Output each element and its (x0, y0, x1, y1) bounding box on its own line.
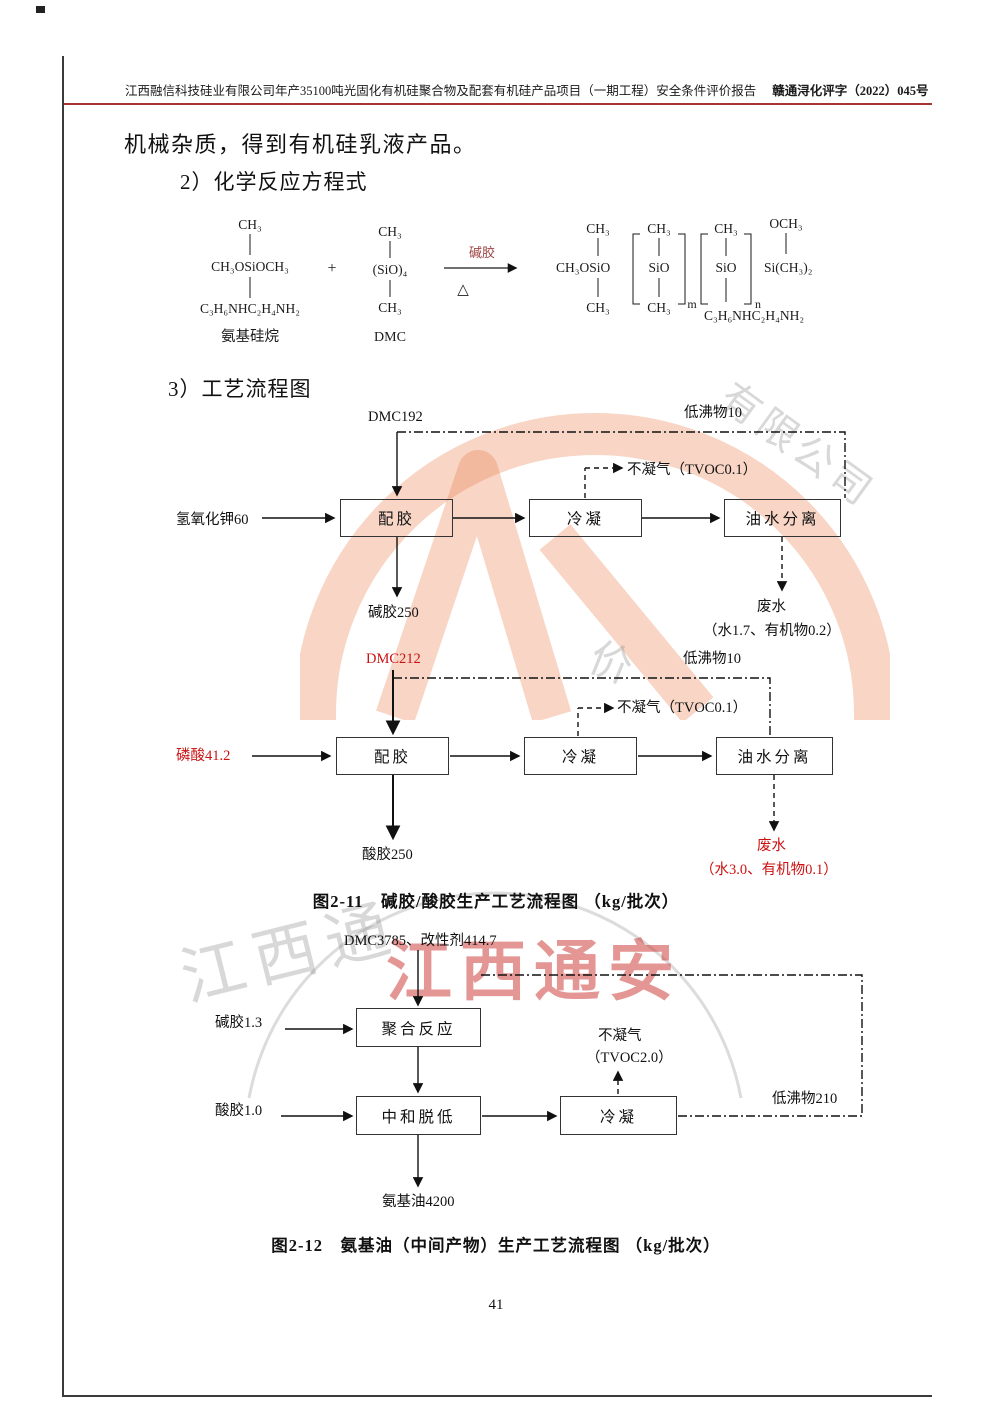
header-doc-number: 赣通浔化评字（2022）045号 (772, 84, 929, 98)
flow1-recycle-label: 低沸物10 (684, 405, 742, 421)
flow1-lines (262, 431, 846, 598)
flow2-offgas-label: 不凝气（TVOC0.1） (617, 700, 748, 716)
formula-p-seg3-mid: SiO (715, 260, 736, 275)
formula-r2-bottom: CH₃ (378, 300, 402, 315)
flow3-acid-label: 酸胶1.0 (215, 1103, 263, 1119)
flow2-feed-top-label: DMC212 (366, 651, 421, 667)
flow2-waste-detail-label: （水3.0、有机物0.1） (700, 862, 838, 878)
page-number: 41 (488, 1297, 504, 1313)
flow3-recycle-line (478, 974, 863, 1117)
flow1-box-mixing: 配胶 (340, 499, 453, 537)
flow3-offgas-label-line1: 不凝气 (598, 1028, 642, 1044)
flow1-product-label: 碱胶250 (368, 605, 419, 621)
formula-p-seg3-subscript: n (755, 297, 761, 311)
formula-p-seg2-top: CH₃ (647, 221, 671, 236)
flow2-waste-label: 废水 (757, 838, 786, 854)
formula-r1-mid: CH₃OSiOCH₃ (211, 259, 289, 274)
scan-left-border (62, 56, 64, 1397)
flow1-recycle-line (397, 431, 846, 498)
formula-r1-bottom: C₃H₆NHC₂H₄NH₂ (200, 301, 300, 316)
formula-p-seg2-mid: SiO (648, 260, 669, 275)
formula-r2-label: DMC (374, 330, 406, 345)
bracket (744, 233, 752, 305)
bracket (632, 233, 640, 305)
section-heading-flowchart: 3）工艺流程图 (168, 377, 312, 401)
flow2-recycle-line (393, 677, 771, 736)
formula-p-seg1-top: CH₃ (586, 221, 610, 236)
bracket (700, 233, 708, 305)
flow3-recycle-label: 低沸物210 (772, 1091, 838, 1107)
figure1-caption: 图2-11 碱胶/酸胶生产工艺流程图 （kg/批次） (312, 892, 680, 911)
body-paragraph: 机械杂质，得到有机硅乳液产品。 (124, 132, 477, 157)
condition-heat: △ (457, 282, 469, 298)
flow1-box-separate: 油水分离 (724, 499, 841, 537)
flow2-product-label: 酸胶250 (362, 847, 413, 863)
section-heading-equation: 2）化学反应方程式 (180, 170, 368, 194)
flow2-recycle-label: 低沸物10 (683, 651, 741, 667)
flow1-offgas-label: 不凝气（TVOC0.1） (627, 462, 758, 478)
flow2-box-separate: 油水分离 (716, 737, 833, 775)
formula-r1-label: 氨基硅烷 (221, 328, 279, 345)
scan-corner-mark (36, 6, 45, 13)
flow3-box-neutralize: 中和脱低 (356, 1096, 481, 1135)
formula-p-seg2-subscript: m (687, 297, 697, 311)
scan-bottom-border (62, 1395, 932, 1397)
formula-p-seg3-chain: C₃H₆NHC₂H₄NH₂ (704, 308, 804, 323)
formula-r2-mid: (SiO)₄ (373, 262, 408, 277)
formula-p-seg1-mid: CH₃OSiO (556, 260, 610, 275)
flow2-box-condense: 冷凝 (524, 737, 637, 775)
flow3-feed-top-label: DMC3785、改性剂414.7 (344, 933, 497, 949)
flow3-offgas-label-line2: （TVOC2.0） (586, 1050, 673, 1066)
flow3-alkali-label: 碱胶1.3 (215, 1015, 263, 1031)
flow3-lines (281, 950, 863, 1188)
formula-p-seg4-top: OCH₃ (769, 216, 803, 231)
formula-p-seg1-bottom: CH₃ (586, 300, 610, 315)
bracket (678, 233, 686, 305)
formula-p-seg2-bottom: CH₃ (647, 300, 671, 315)
flow1-feed-top-label: DMC192 (368, 409, 423, 425)
plus-sign: + (327, 260, 336, 277)
flow3-box-condense: 冷凝 (560, 1096, 677, 1135)
reaction-equation: CH₃ CH₃OSiOCH₃ C₃H₆NHC₂H₄NH₂ 氨基硅烷 + CH₃ … (200, 216, 812, 345)
formula-p-seg3-top: CH₃ (714, 221, 738, 236)
flow1-waste-detail-label: （水1.7、有机物0.2） (703, 623, 841, 639)
header-rule (62, 103, 932, 105)
formula-r2-top: CH₃ (378, 224, 402, 239)
flow2-lines (252, 670, 780, 841)
header-title: 江西融信科技硅业有限公司年产35100吨光固化有机硅聚合物及配套有机硅产品项目（… (125, 84, 757, 98)
flow2-feed-left-label: 磷酸41.2 (176, 748, 231, 764)
condition-catalyst: 碱胶 (469, 245, 495, 260)
flow3-box-polymerization: 聚合反应 (356, 1008, 481, 1047)
flow1-box-condense: 冷凝 (529, 499, 642, 537)
flow3-product-label: 氨基油4200 (382, 1194, 455, 1210)
figure2-caption: 图2-12 氨基油（中间产物）生产工艺流程图 （kg/批次） (271, 1236, 721, 1255)
formula-r1-top: CH₃ (238, 217, 262, 232)
flow1-feed-left-label: 氢氧化钾60 (176, 512, 249, 528)
flow1-waste-label: 废水 (757, 599, 786, 615)
flow2-box-mixing: 配胶 (336, 737, 449, 775)
page-header: 江西融信科技硅业有限公司年产35100吨光固化有机硅聚合物及配套有机硅产品项目（… (125, 80, 929, 99)
formula-p-seg4-mid: Si(CH₃)₂ (764, 260, 812, 275)
